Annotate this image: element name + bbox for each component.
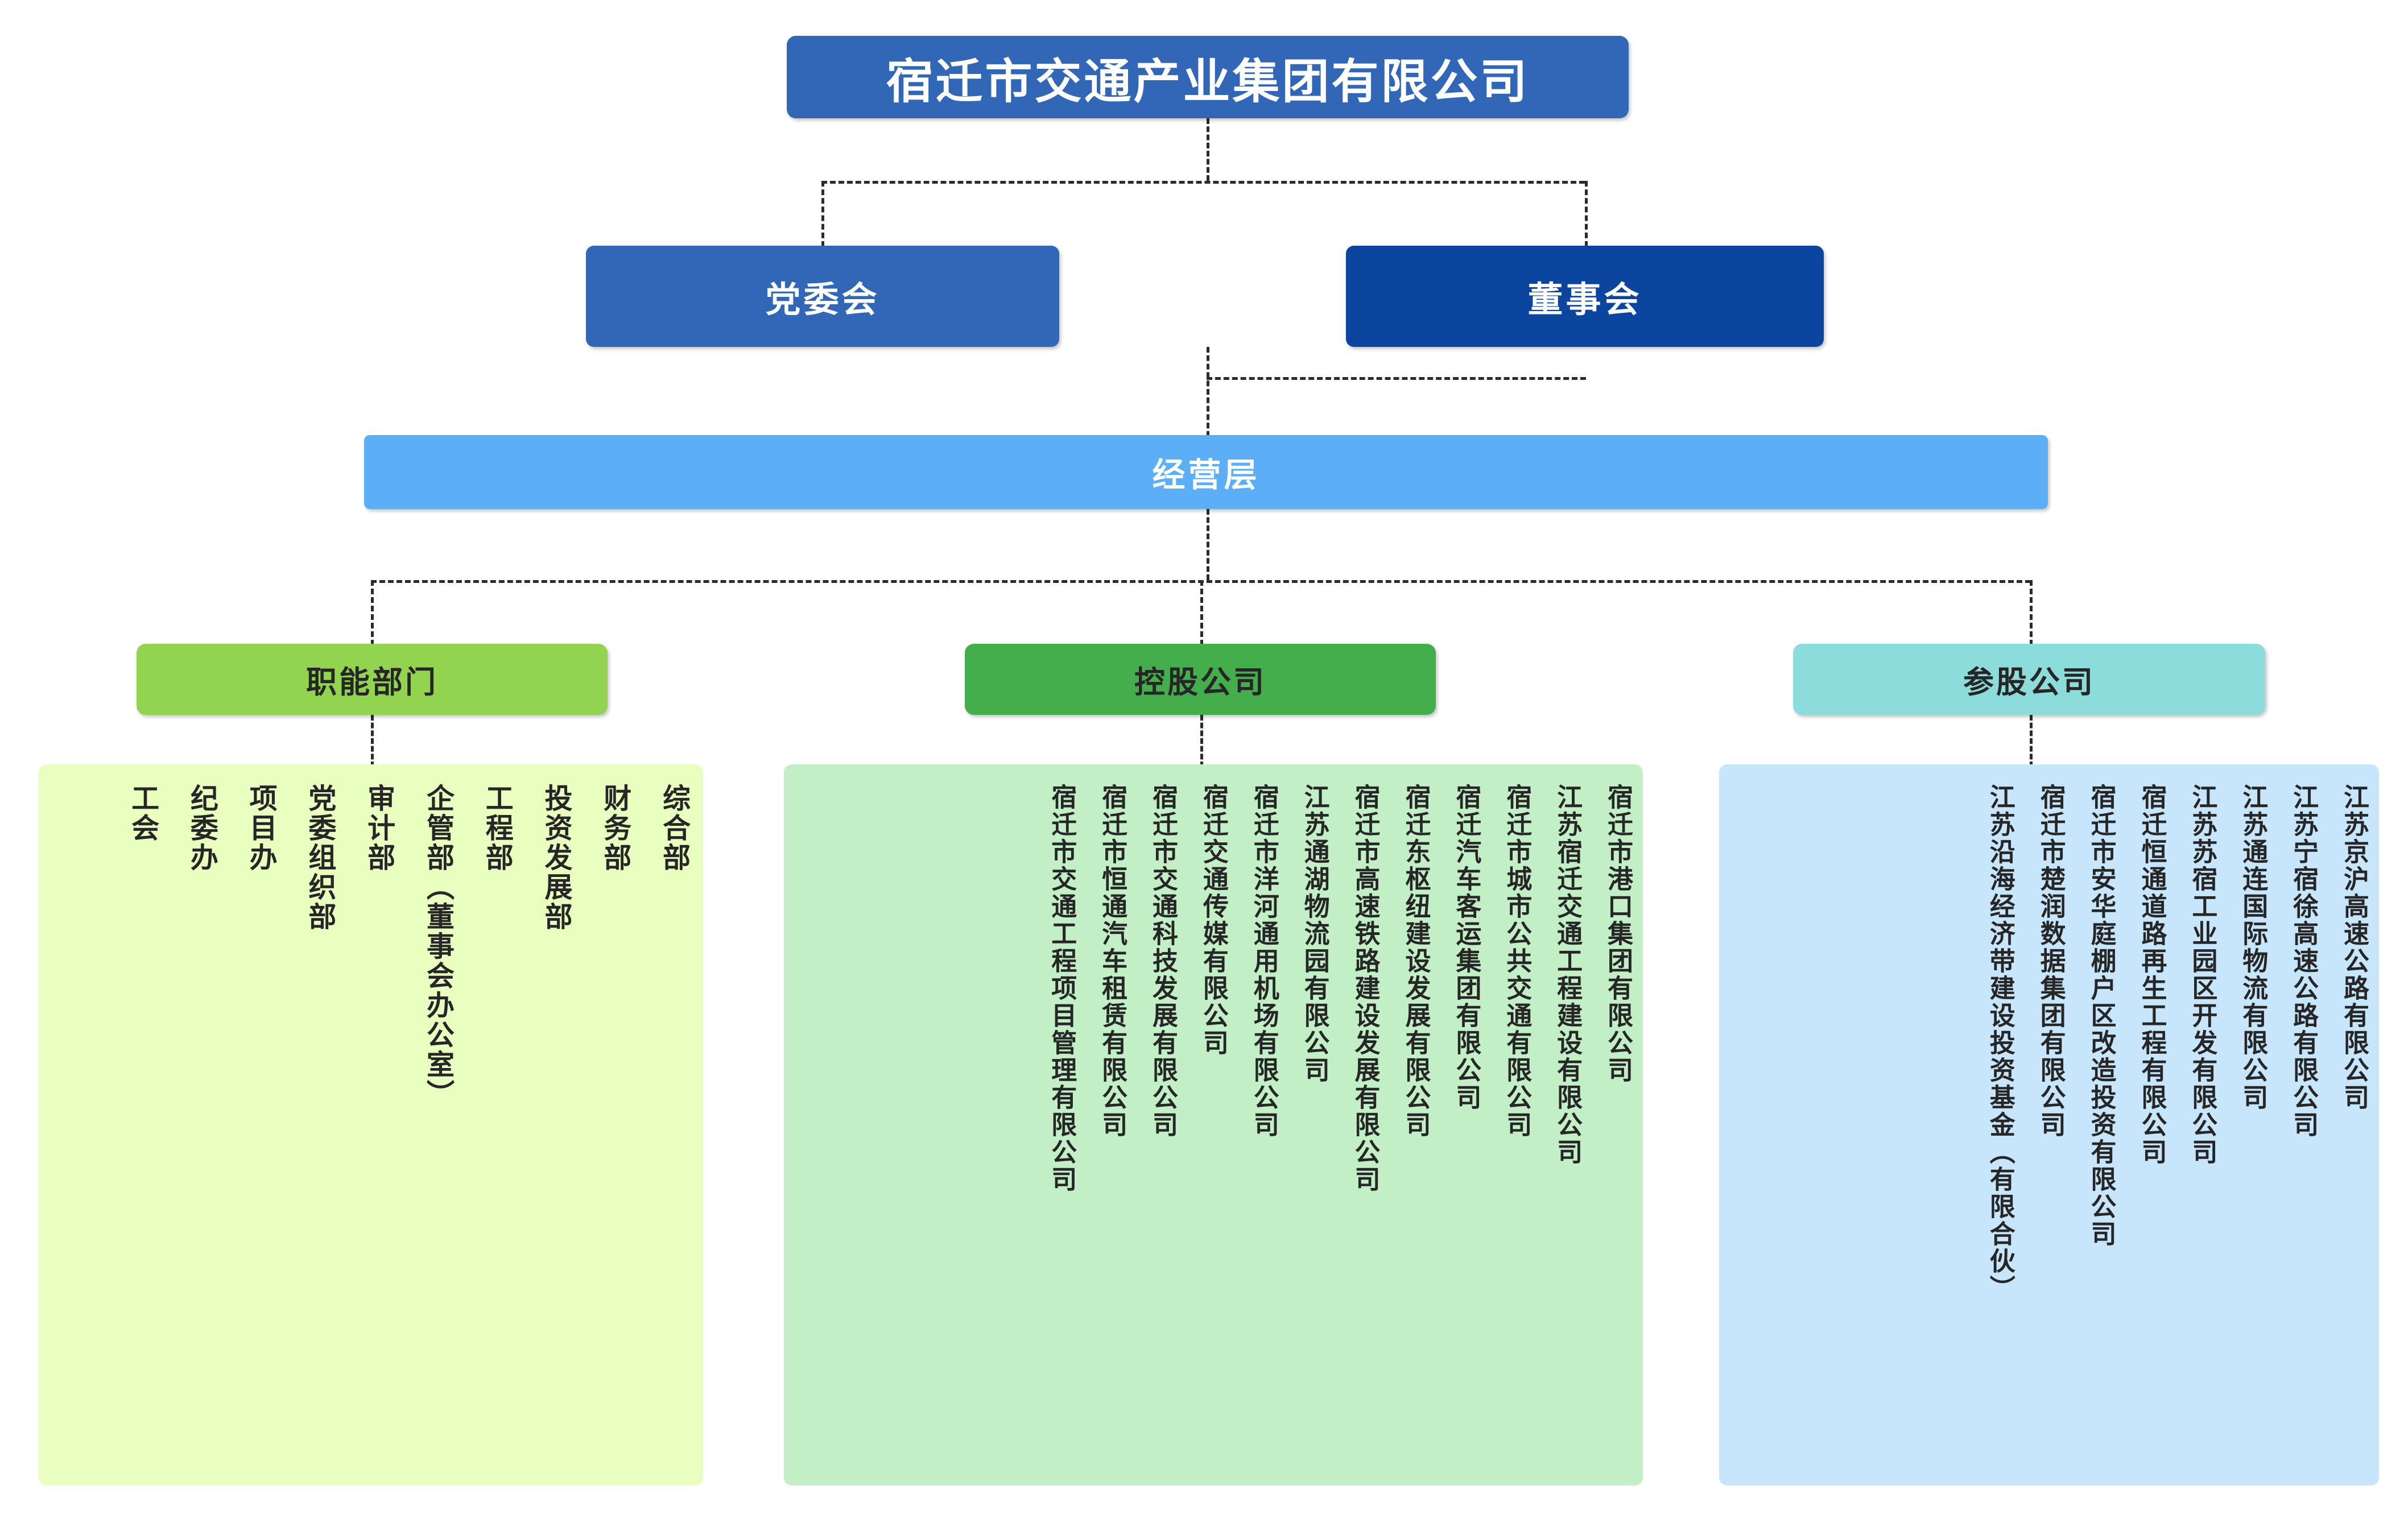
org-unit-item[interactable]: 宿迁市恒通汽车租赁有限公司	[1098, 784, 1127, 1139]
panel-functional-departments: 综合部财务部投资发展部工程部企管部（董事会办公室） 审计部党委组织部项目办纪委办工…	[39, 764, 703, 1485]
category-header-functional-departments[interactable]: 职能部门	[137, 644, 608, 715]
board-of-directors-box[interactable]: 董事会	[1346, 246, 1824, 347]
org-unit-item[interactable]: 工会	[127, 784, 159, 843]
management-layer-label: 经营层	[1152, 457, 1260, 494]
org-unit-item[interactable]: 综合部	[659, 784, 689, 872]
root-company-box[interactable]: 宿迁市交通产业集团有限公司	[787, 36, 1629, 118]
category-header-label: 职能部门	[306, 665, 438, 700]
org-unit-item[interactable]: 江苏通连国际物流有限公司	[2238, 784, 2268, 1111]
org-unit-item[interactable]: 江苏通湖物流园有限公司	[1300, 784, 1329, 1084]
root-company-label: 宿迁市交通产业集团有限公司	[886, 55, 1530, 108]
org-unit-item[interactable]: 财务部	[600, 784, 631, 872]
org-unit-item[interactable]: 宿迁汽车客运集团有限公司	[1452, 784, 1481, 1111]
org-unit-item[interactable]: 江苏沿海经济带建设投资基金（有限合伙）	[1985, 784, 2015, 1302]
org-unit-item[interactable]: 宿迁市交通科技发展有限公司	[1148, 784, 1178, 1139]
org-unit-item[interactable]: 江苏苏宿工业园区开发有限公司	[2188, 784, 2217, 1166]
org-unit-item[interactable]: 宿迁市楚润数据集团有限公司	[2036, 784, 2066, 1139]
connector-to-board	[1585, 181, 1588, 247]
connector-root-stub	[1207, 118, 1209, 181]
org-unit-item[interactable]: 党委组织部	[304, 784, 336, 932]
org-unit-item[interactable]: 宿迁市洋河通用机场有限公司	[1249, 784, 1279, 1139]
org-unit-item[interactable]: 宿迁市港口集团有限公司	[1604, 784, 1633, 1084]
connector-to-cat-1	[1200, 580, 1203, 645]
connector-cat-0-to-panel	[371, 715, 374, 767]
connector-board-to-mgmt	[1207, 347, 1209, 437]
panel-holding-companies: 宿迁市港口集团有限公司江苏宿迁交通工程建设有限公司宿迁市城市公共交通有限公司宿迁…	[784, 764, 1643, 1485]
connector-cat-2-to-panel	[2030, 715, 2033, 767]
org-unit-item[interactable]: 工程部	[481, 784, 513, 872]
connector-to-party	[821, 181, 824, 247]
category-header-label: 参股公司	[1963, 665, 2095, 700]
org-unit-item[interactable]: 项目办	[245, 784, 276, 872]
connector-to-cat-0	[371, 580, 374, 645]
connector-cat-1-to-panel	[1200, 715, 1203, 767]
category-header-label: 控股公司	[1134, 665, 1266, 700]
org-unit-item[interactable]: 宿迁市城市公共交通有限公司	[1502, 784, 1532, 1139]
org-unit-item[interactable]: 宿迁东枢纽建设发展有限公司	[1401, 784, 1431, 1139]
org-unit-item[interactable]: 江苏宁宿徐高速公路有限公司	[2289, 784, 2319, 1139]
board-of-directors-label: 董事会	[1527, 280, 1642, 320]
org-unit-item[interactable]: 宿迁市高速铁路建设发展有限公司	[1350, 784, 1380, 1193]
org-unit-item[interactable]: 宿迁恒通道路再生工程有限公司	[2137, 784, 2167, 1166]
org-unit-item[interactable]: 江苏宿迁交通工程建设有限公司	[1553, 784, 1583, 1166]
org-unit-item[interactable]: 投资发展部	[540, 784, 572, 932]
org-unit-item[interactable]: 宿迁市交通工程项目管理有限公司	[1047, 784, 1077, 1193]
org-unit-item[interactable]: 宿迁交通传媒有限公司	[1199, 784, 1228, 1057]
category-header-holding-companies[interactable]: 控股公司	[965, 644, 1436, 715]
category-header-equity-companies[interactable]: 参股公司	[1793, 644, 2265, 715]
org-unit-item[interactable]: 审计部	[364, 784, 395, 872]
connector-mgmt-stub	[1207, 509, 1209, 580]
org-unit-item[interactable]: 企管部（董事会办公室）	[422, 784, 453, 1109]
org-unit-item[interactable]: 江苏京沪高速公路有限公司	[2340, 784, 2369, 1111]
party-committee-box[interactable]: 党委会	[586, 246, 1059, 347]
org-unit-item[interactable]: 纪委办	[186, 784, 217, 872]
party-committee-label: 党委会	[765, 280, 880, 320]
connector-level2-bus	[821, 181, 1585, 184]
management-layer-bar[interactable]: 经营层	[364, 435, 2048, 509]
panel-equity-companies: 江苏京沪高速公路有限公司江苏宁宿徐高速公路有限公司江苏通连国际物流有限公司江苏苏…	[1719, 764, 2379, 1485]
org-unit-item[interactable]: 宿迁市安华庭棚户区改造投资有限公司	[2087, 784, 2116, 1248]
connector-to-cat-2	[2030, 580, 2033, 645]
connector-board-elbow	[1207, 377, 1586, 380]
